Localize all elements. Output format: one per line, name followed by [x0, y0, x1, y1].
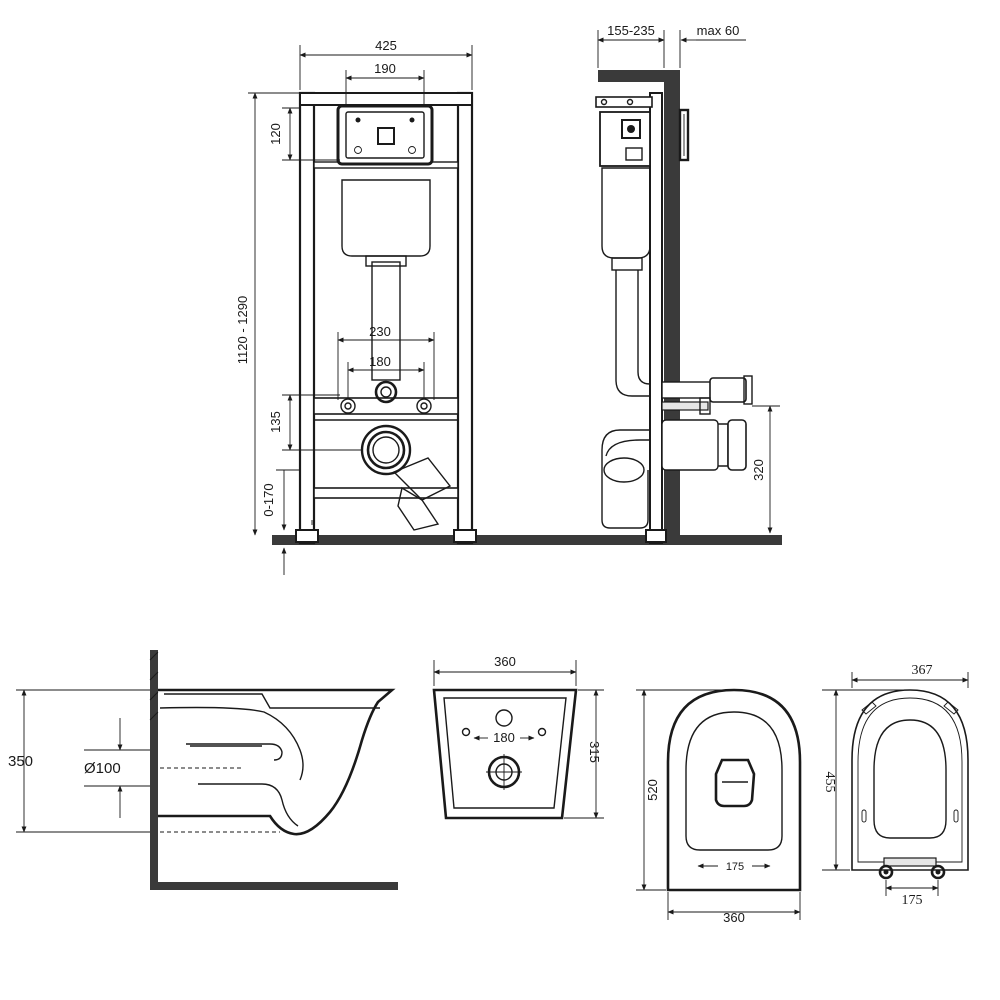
dim-rear-height: 315 [564, 689, 604, 819]
rear-width-label: 360 [494, 654, 516, 669]
rear-outline [432, 688, 578, 820]
dim-leg-adjust: 0-170 [261, 469, 300, 575]
flush-pipe [371, 261, 401, 381]
leg-adjust-label: 0-170 [261, 483, 276, 516]
drain-elbow [392, 457, 452, 501]
wall-depth-label: 155-235 [607, 23, 655, 38]
seat-hinge-label: 175 [902, 893, 923, 908]
frame-width-label: 425 [375, 38, 397, 53]
bolt-left [340, 398, 356, 414]
dim-top-length: 520 [636, 689, 734, 891]
dim-button-height: 120 [268, 107, 340, 161]
bowl-top-view: 175 520 360 [636, 688, 802, 925]
dim-bolt-outer: 230 [337, 324, 435, 400]
top-length-label: 520 [645, 779, 660, 801]
dim-seat-width: 367 [851, 663, 969, 688]
bowl-height-label: 350 [8, 753, 33, 770]
bolt-right [416, 398, 432, 414]
seat-view: 367 455 175 [822, 663, 969, 908]
dim-outlet-height: 320 [751, 405, 780, 534]
side-cistern [601, 167, 651, 259]
frame-rail-bolt [313, 397, 459, 415]
bowl-floor [158, 882, 398, 890]
dim-bowl-height: 350 [8, 689, 150, 833]
side-bolt [661, 401, 709, 411]
seat-opening [873, 719, 947, 839]
rear-bolt-left [461, 727, 471, 737]
pipe-diameter-label: Ø100 [84, 760, 121, 777]
seat-width-label: 367 [912, 663, 933, 678]
frame-left-post [298, 91, 316, 545]
top-outline [666, 688, 802, 892]
cistern-tank [341, 179, 431, 257]
frame-top-rail [299, 92, 473, 106]
seat-outline [851, 689, 969, 871]
bolt-inner-label: 180 [369, 354, 391, 369]
dim-top-width: 360 [667, 892, 801, 925]
seat-hinge-right [930, 864, 946, 880]
dim-frame-height: 1120 - 1290 [235, 92, 300, 536]
front-view-frame: 425 190 120 1120 - 1290 230 [235, 38, 644, 575]
side-wall [664, 70, 680, 535]
bowl-wall [150, 650, 158, 890]
dim-bolt-inner: 180 [347, 354, 425, 398]
dim-wall-depth: 155-235 [597, 23, 665, 68]
frame-right-post [456, 91, 474, 545]
top-inner-rim [685, 711, 783, 851]
top-width-label: 360 [723, 910, 745, 925]
dim-frame-width: 425 [299, 38, 473, 90]
top-hinge-label: 175 [726, 861, 744, 873]
dim-drain-height: 135 [268, 394, 362, 451]
dim-seat-length: 455 [822, 689, 910, 871]
dim-pipe-diameter: Ø100 [84, 718, 150, 818]
rear-bolt-label: 180 [493, 730, 515, 745]
outlet-height-label: 320 [751, 459, 766, 481]
seat-length-label: 455 [822, 772, 837, 793]
side-upright [649, 92, 663, 544]
dim-max-panel: max 60 [650, 23, 746, 68]
side-top-bracket [595, 96, 653, 108]
frame-right-foot [453, 529, 477, 543]
bolt-outer-label: 230 [369, 324, 391, 339]
rear-inlet [495, 709, 513, 727]
rear-bolt-right [537, 727, 547, 737]
bowl-side-section: 350 Ø100 [8, 650, 398, 890]
frame-rail-bottom [313, 487, 459, 499]
seat-hinge-bar [883, 857, 937, 867]
flush-button-icon [354, 117, 416, 154]
side-inlet-pipe [661, 381, 713, 399]
dim-rear-width: 360 [433, 654, 577, 686]
bowl-rear-view: 180 360 315 [432, 654, 604, 820]
rear-height-label: 315 [587, 741, 602, 763]
top-drain-hole [714, 758, 756, 808]
seat-hinge-left [878, 864, 894, 880]
dim-button-width: 190 [345, 61, 425, 104]
dim-seat-hinge: 175 [885, 880, 939, 908]
max-panel-label: max 60 [697, 23, 740, 38]
drain-height-label: 135 [268, 411, 283, 433]
button-width-label: 190 [374, 61, 396, 76]
inlet-connector [374, 380, 398, 404]
side-drain-elbow [601, 429, 650, 529]
bowl-outline [158, 688, 396, 836]
frame-height-label: 1120 - 1290 [235, 296, 250, 364]
side-floor [598, 535, 782, 545]
side-outlet-connector [661, 419, 719, 471]
side-wall-top [598, 70, 680, 82]
side-view-frame: 155-235 max 60 320 [595, 23, 782, 545]
side-flush-pipe [615, 270, 650, 397]
frame-left-foot [295, 529, 319, 543]
button-height-label: 120 [268, 123, 283, 145]
